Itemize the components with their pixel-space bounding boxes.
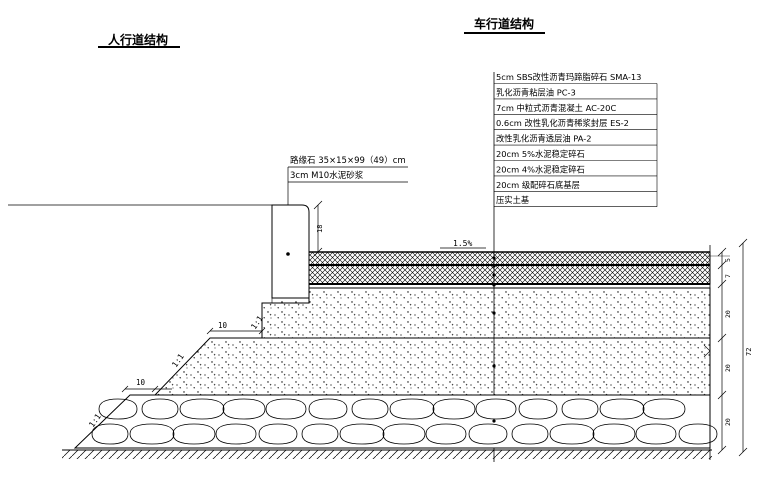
svg-text:20: 20 (724, 310, 732, 318)
roadway-layer-label: 乳化沥青粘层油 PC-3 (496, 87, 576, 97)
gravel-stone (179, 398, 225, 420)
gravel-stone (91, 423, 129, 445)
gravel-stone (511, 423, 549, 445)
gravel-stone (475, 398, 517, 420)
gravel-stone (339, 423, 385, 445)
gravel-stone (549, 423, 595, 445)
roadway-layer-label: 7cm 中粒式沥青混凝土 AC-20C (496, 103, 616, 113)
svg-text:10: 10 (136, 378, 146, 387)
roadway-layer-callouts: 5cm SBS改性沥青玛蹄脂碎石 SMA-13 乳化沥青粘层油 PC-3 7cm 中… (493, 72, 658, 462)
svg-text:72: 72 (745, 348, 753, 356)
roadway-layer-label: 0.6cm 改性乳化沥青稀浆封层 ES-2 (496, 118, 629, 128)
gravel-stone (215, 423, 257, 445)
roadway-layer-label: 20cm 级配碎石底基层 (496, 180, 580, 190)
svg-text:20: 20 (724, 364, 732, 372)
right-thickness-dims: 5 7 20 20 20 72 (703, 238, 753, 460)
cross-slope-label: 1.5% (440, 239, 486, 249)
svg-text:20: 20 (724, 418, 732, 426)
gravel-stone (592, 423, 636, 445)
compacted-subgrade (62, 449, 712, 459)
gravel-stone (351, 398, 389, 420)
gravel-stone (389, 398, 435, 420)
gravel-stone (561, 398, 599, 420)
centerline-markers (492, 256, 496, 423)
gravel-stone (518, 398, 558, 420)
curb-stone (271, 204, 310, 304)
base-layer-lower (153, 337, 711, 396)
svg-text:7: 7 (724, 274, 732, 278)
roadway-layer-label: 5cm SBS改性沥青玛蹄脂碎石 SMA-13 (496, 72, 641, 82)
svg-text:1.5%: 1.5% (453, 239, 472, 248)
svg-text:3cm M10水泥砂浆: 3cm M10水泥砂浆 (290, 170, 364, 181)
gravel-stone (678, 423, 718, 445)
gravel-stone (308, 398, 348, 420)
gravel-stone (599, 398, 645, 420)
roadway-layer-label: 20cm 4%水泥稳定碎石 (496, 164, 585, 174)
svg-text:18: 18 (316, 225, 324, 233)
svg-text:10: 10 (218, 321, 228, 330)
gravel-stone (642, 398, 686, 420)
roadway-layer-label: 改性乳化沥青透层油 PA-2 (496, 134, 592, 144)
gravel-stone (382, 423, 426, 445)
gravel-stone (432, 398, 476, 420)
gravel-stone (222, 398, 266, 420)
base-layer-upper (261, 287, 711, 339)
step-dim-upper: 10 (206, 321, 266, 335)
roadway-title: 车行道结构 (464, 16, 545, 34)
gravel-stone (98, 398, 138, 420)
roadway-layer-label: 20cm 5%水泥稳定碎石 (496, 149, 585, 159)
gravel-stone (129, 423, 175, 445)
gravel-stone (468, 423, 508, 445)
gravel-stone (258, 423, 298, 445)
gravel-stone (301, 423, 339, 445)
gravel-subbase (73, 394, 718, 449)
gravel-stone (635, 423, 677, 445)
svg-text:人行道结构: 人行道结构 (108, 32, 168, 47)
curb-height-dim: 18 (313, 200, 324, 257)
sidewalk-title: 人行道结构 (98, 32, 180, 48)
svg-text:5: 5 (724, 258, 732, 262)
roadway-layer-label: 压实土基 (496, 195, 530, 205)
svg-text:车行道结构: 车行道结构 (474, 16, 534, 31)
gravel-stone (172, 423, 216, 445)
svg-text:路缘石 35×15×99（49）cm: 路缘石 35×15×99（49）cm (290, 155, 406, 166)
gravel-stone (265, 398, 307, 420)
gravel-stone (141, 398, 179, 420)
gravel-stone (425, 423, 467, 445)
asphalt-layers (308, 251, 711, 285)
step-dim-lower: 10 (121, 378, 172, 393)
